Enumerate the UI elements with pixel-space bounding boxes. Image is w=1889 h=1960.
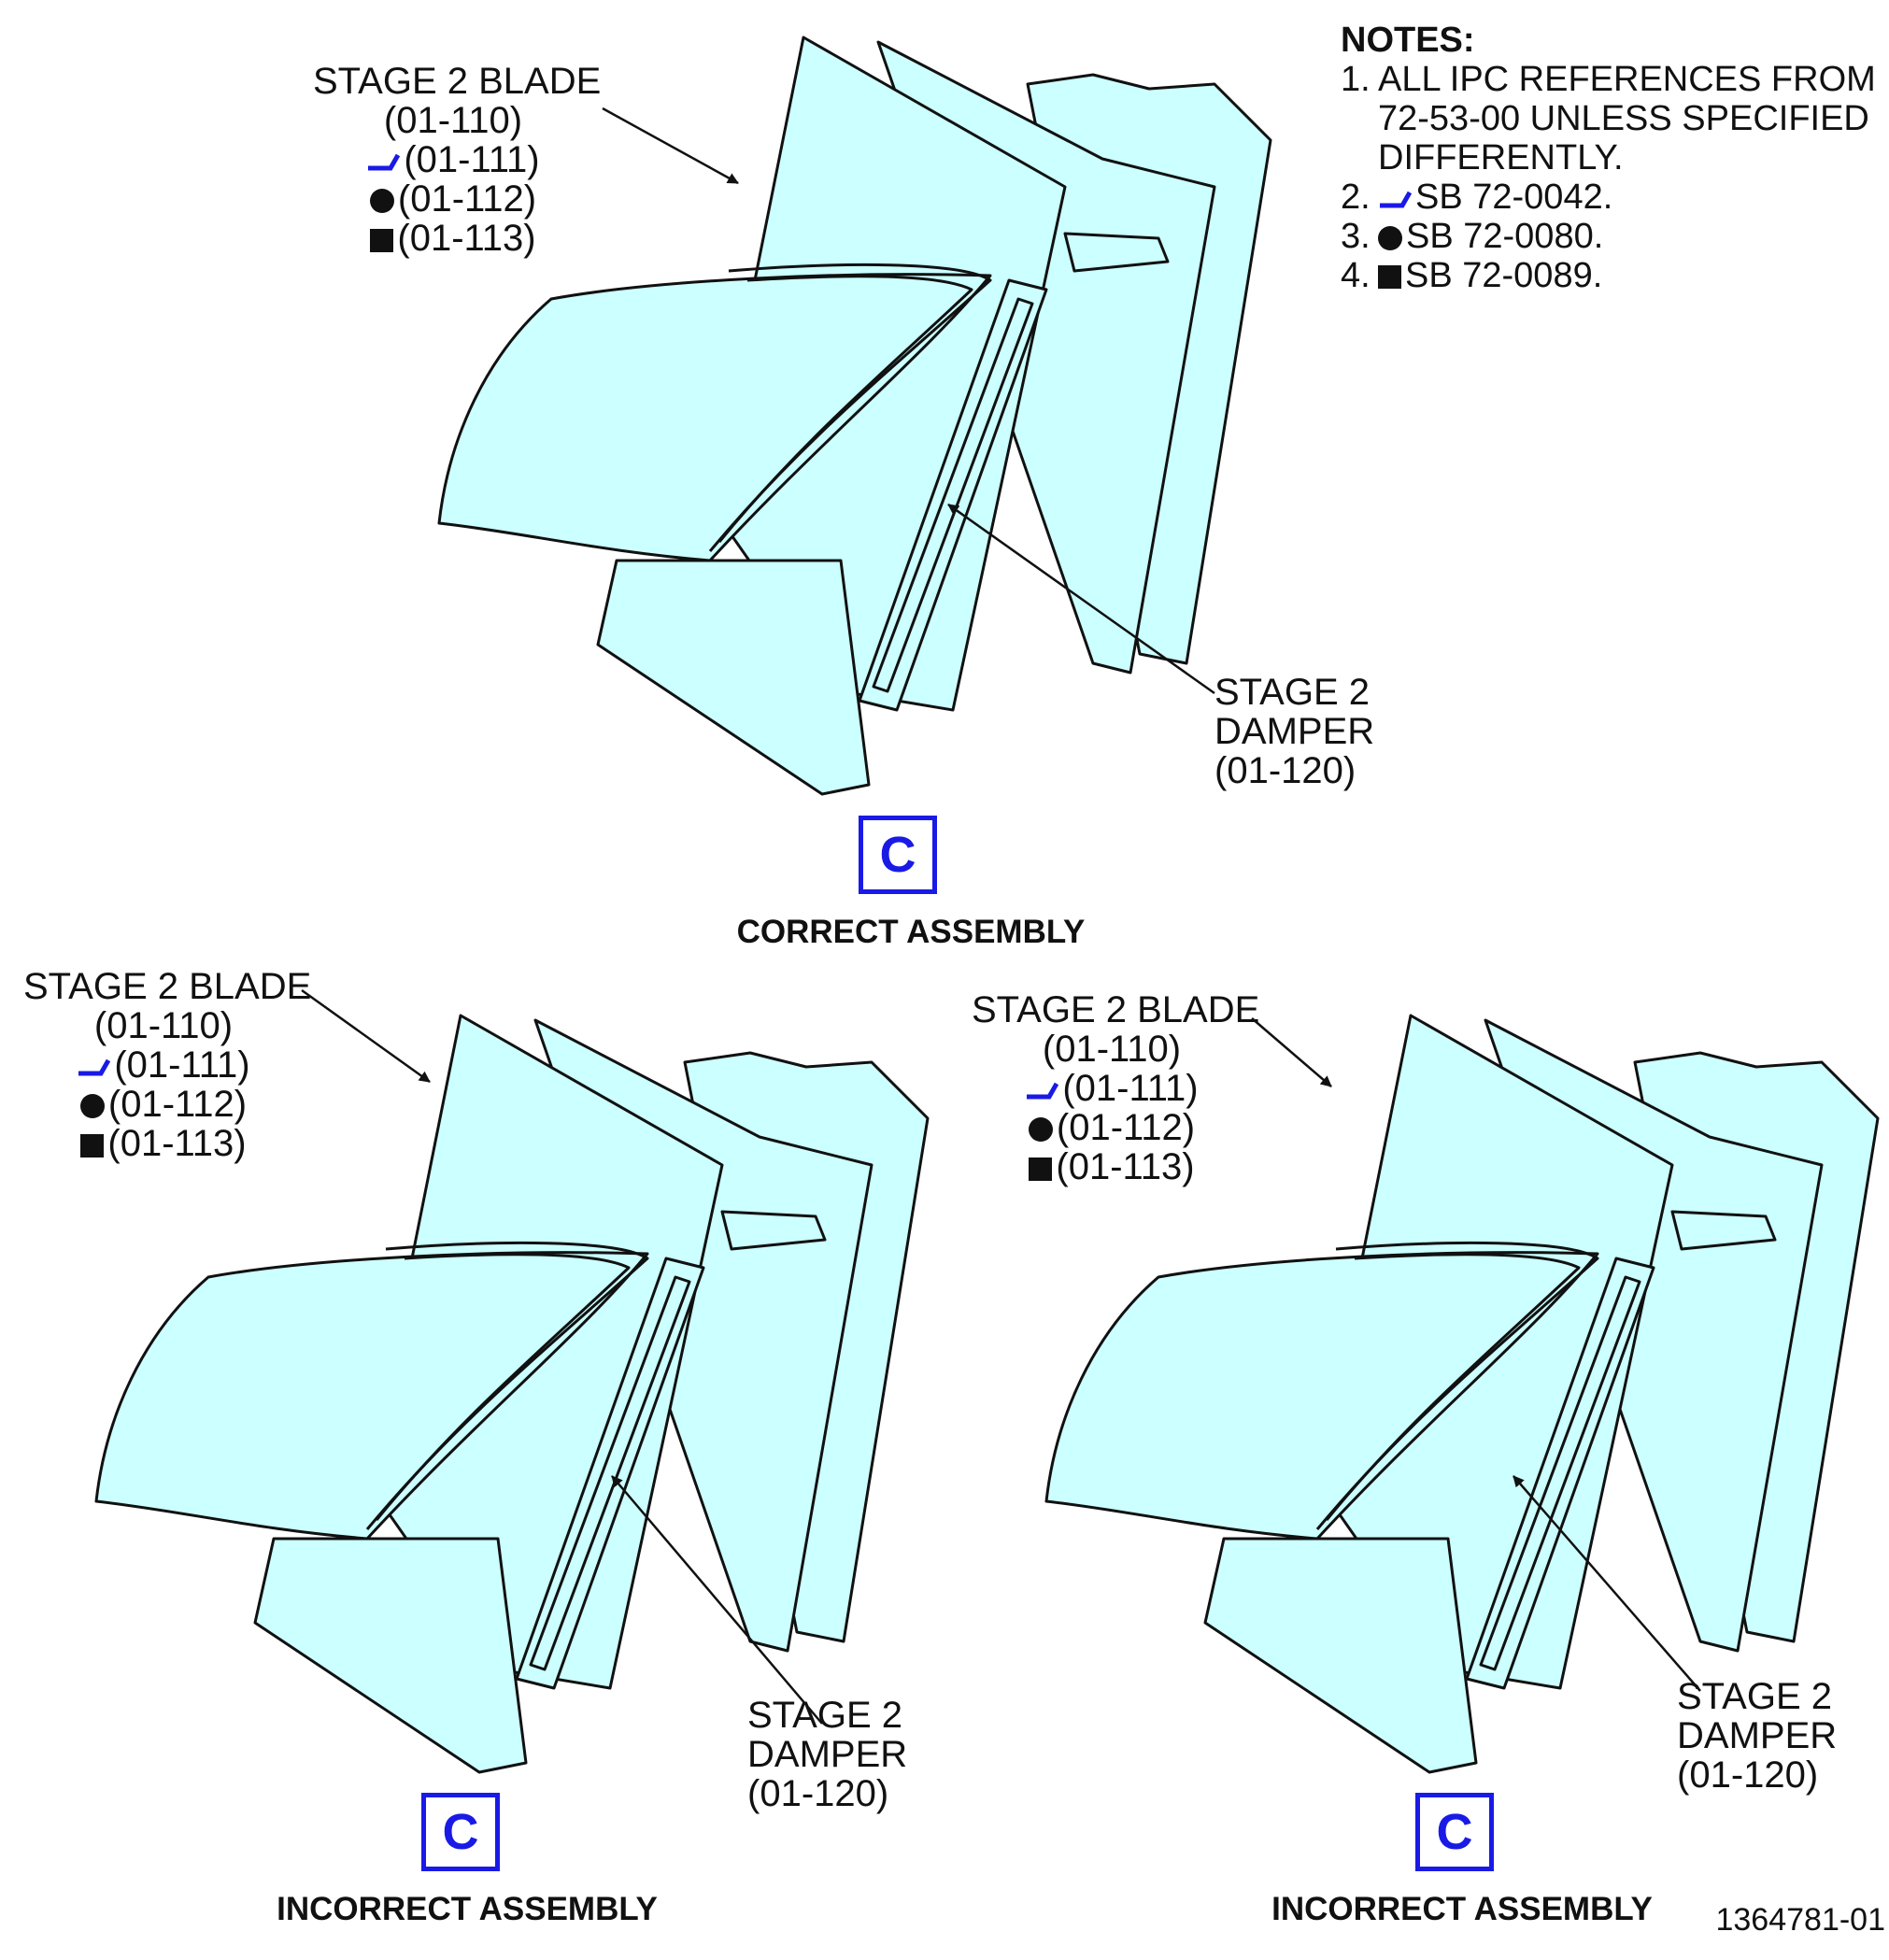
view3-ref-01-111: (01-111) <box>972 1069 1252 1108</box>
square-icon <box>370 228 394 252</box>
view2-ref-01-111: (01-111) <box>23 1045 304 1085</box>
view3-blade-label: STAGE 2 BLADE (01-110) (01-111) (01-112)… <box>972 989 1260 1186</box>
view3-blade-title: STAGE 2 BLADE <box>972 989 1260 1030</box>
note-1: 1.ALL IPC REFERENCES FROM <box>1341 60 1876 99</box>
dot-icon <box>369 189 394 214</box>
note-2: 2.SB 72-0042. <box>1341 178 1613 217</box>
sb-check-icon <box>368 154 401 171</box>
note-3: 3.SB 72-0080. <box>1341 217 1604 256</box>
drawing-number: 1364781-01 <box>1715 1902 1885 1938</box>
note-1-line-3: DIFFERENTLY. <box>1378 138 1624 178</box>
sb-check-icon <box>1380 191 1412 208</box>
square-icon <box>80 1133 105 1158</box>
view2-blade-title: STAGE 2 BLADE <box>23 966 312 1007</box>
view2-ref-01-110: (01-110) <box>93 1005 234 1046</box>
view3-ref-01-113: (01-113) <box>972 1147 1252 1186</box>
notes-block: NOTES: 1.ALL IPC REFERENCES FROM 72-53-0… <box>1341 21 1876 295</box>
view1-caption: CORRECT ASSEMBLY <box>736 914 1086 950</box>
view1-damper-label: STAGE 2 DAMPER (01-120) <box>1214 672 1375 791</box>
notes-heading: NOTES: <box>1341 21 1475 60</box>
sb-check-icon <box>78 1059 111 1076</box>
dot-icon <box>1378 225 1402 250</box>
view1-blade-label: STAGE 2 BLADE (01-110) (01-111) (01-112)… <box>313 61 602 258</box>
view1-ref-01-110: (01-110) <box>383 100 523 141</box>
view3-letter-box: C <box>1415 1793 1494 1871</box>
note-1-line-2: 72-53-00 UNLESS SPECIFIED <box>1378 99 1869 138</box>
view3-caption: INCORRECT ASSEMBLY <box>1271 1891 1653 1927</box>
view3-ref-01-112: (01-112) <box>972 1108 1252 1147</box>
view1-ref-01-113: (01-113) <box>313 219 593 258</box>
view2-damper-label: STAGE 2 DAMPER (01-120) <box>747 1695 908 1814</box>
view1-ref-01-111: (01-111) <box>313 140 593 179</box>
dot-icon <box>79 1094 105 1119</box>
square-icon <box>1029 1157 1053 1181</box>
square-icon <box>1378 265 1401 290</box>
view2-ref-01-112: (01-112) <box>23 1085 304 1124</box>
view3-damper-label: STAGE 2 DAMPER (01-120) <box>1677 1676 1838 1796</box>
view2-blade-label: STAGE 2 BLADE (01-110) (01-111) (01-112)… <box>23 966 312 1163</box>
view2-caption: INCORRECT ASSEMBLY <box>277 1891 658 1927</box>
view2-ref-01-113: (01-113) <box>23 1124 304 1163</box>
view1-blade-title: STAGE 2 BLADE <box>313 61 602 102</box>
view1-letter-box: C <box>859 816 937 894</box>
view1-ref-01-112: (01-112) <box>313 179 593 219</box>
note-4: 4.SB 72-0089. <box>1341 256 1603 295</box>
sb-check-icon <box>1027 1083 1059 1100</box>
dot-icon <box>1028 1117 1053 1143</box>
view3-ref-01-110: (01-110) <box>1042 1029 1182 1070</box>
view2-letter-box: C <box>421 1793 500 1871</box>
